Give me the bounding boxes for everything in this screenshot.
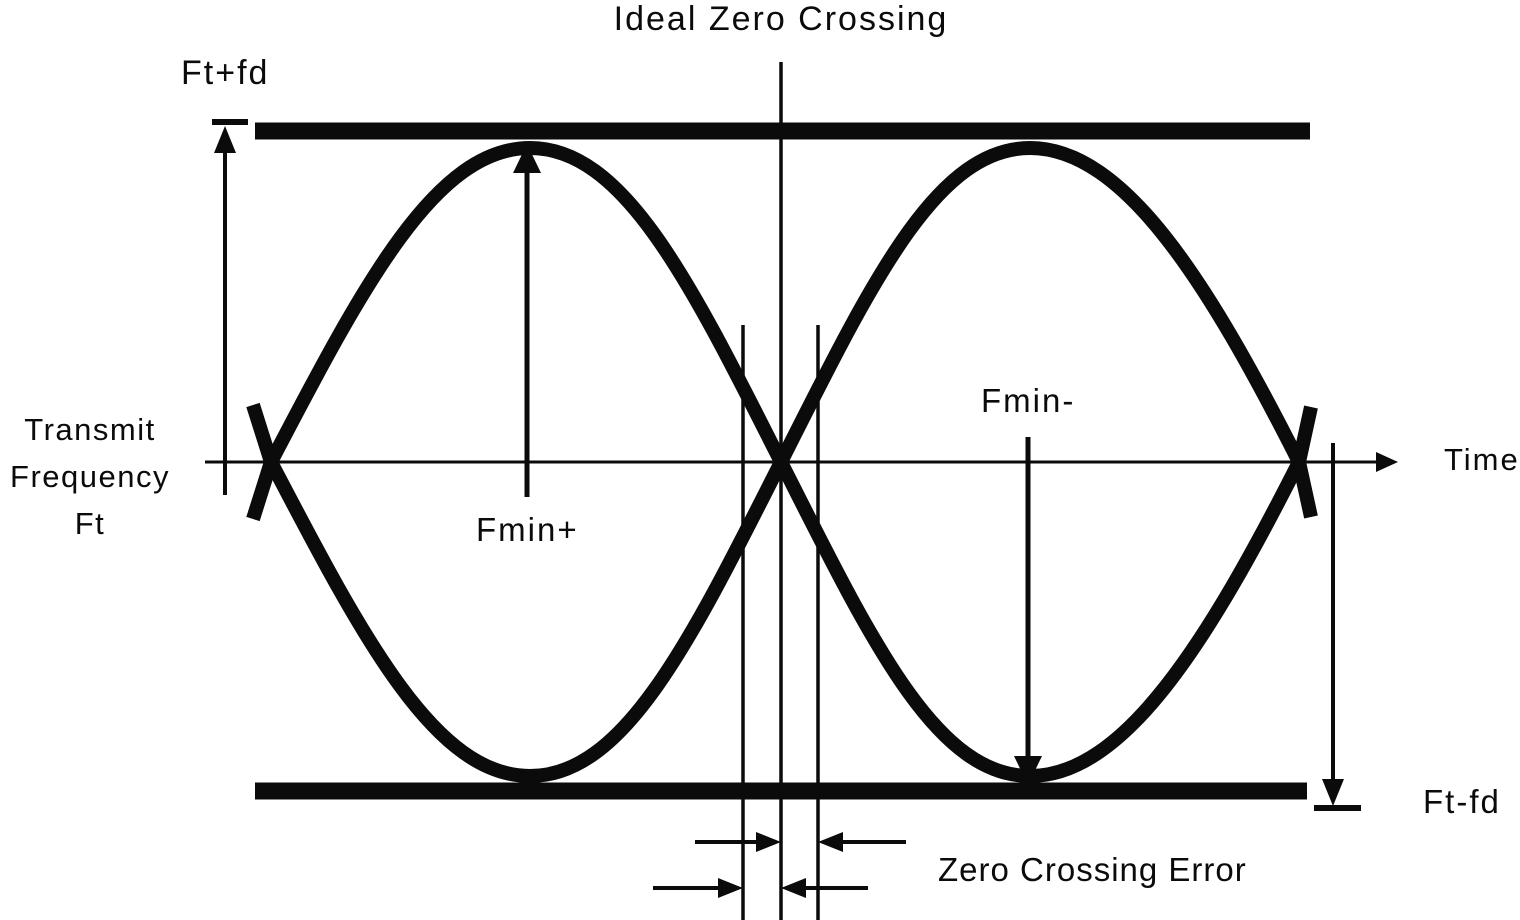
fmin-plus-up-arrowhead-icon	[513, 144, 541, 173]
fmin-minus-label: Fmin-	[981, 382, 1076, 419]
zce-row1-left-arrowhead-icon	[818, 832, 843, 852]
x-axis-label: Time	[1444, 442, 1520, 477]
fmin-minus-down-arrowhead-icon	[1014, 756, 1042, 785]
zero-crossing-error-label: Zero Crossing Error	[938, 851, 1247, 888]
zce-row2-left-arrowhead-icon	[781, 878, 806, 898]
y-axis-label-line3: Ft	[74, 506, 106, 541]
diagram-title: Ideal Zero Crossing	[613, 0, 949, 38]
lower-limit-label: Ft-fd	[1423, 783, 1501, 820]
y-axis-label-line1: Transmit	[24, 412, 156, 447]
fmin-plus-label: Fmin+	[476, 511, 579, 548]
upper-limit-label: Ft+fd	[181, 54, 270, 92]
zce-row1-right-arrowhead-icon	[756, 832, 781, 852]
ft-minus-fd-down-arrowhead-icon	[1322, 779, 1344, 806]
y-axis-label: Transmit Frequency Ft	[0, 406, 180, 547]
zce-row2-right-arrowhead-icon	[718, 878, 743, 898]
time-axis-arrowhead-icon	[1376, 452, 1398, 472]
ft-plus-fd-up-arrowhead-icon	[214, 126, 236, 153]
y-axis-label-line2: Frequency	[10, 459, 170, 494]
